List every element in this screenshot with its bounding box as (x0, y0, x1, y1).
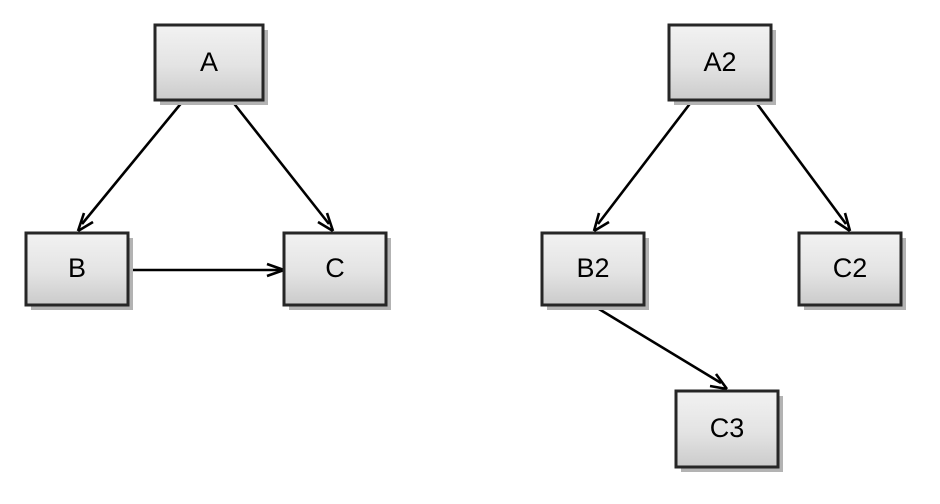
edge-a-to-c[interactable] (230, 100, 335, 233)
edge-b-to-c-arrowhead (266, 262, 285, 278)
edge-a2-to-c2[interactable] (753, 100, 852, 233)
edge-a-to-c-line (230, 100, 331, 225)
edge-a-to-b-arrowhead (76, 212, 94, 233)
edge-b2-to-c3-arrowhead (709, 373, 729, 391)
edge-b2-to-c3-line (593, 304, 722, 385)
node-c3-box (674, 389, 780, 469)
node-b-box (24, 231, 130, 307)
node-c[interactable]: C (282, 231, 391, 310)
node-a2[interactable]: A2 (667, 23, 776, 105)
node-a-box (153, 23, 265, 102)
right-graph: A2 B2 C2 C3 (540, 23, 906, 472)
left-graph: A B C (24, 23, 391, 310)
node-a2-box (667, 23, 773, 102)
node-b2-box (540, 231, 646, 307)
edge-a2-to-b2[interactable] (592, 100, 694, 233)
node-c2[interactable]: C2 (797, 231, 906, 310)
edge-b2-to-c3[interactable] (593, 304, 729, 391)
edge-a2-to-c2-line (753, 100, 848, 225)
edge-b-to-c[interactable] (128, 262, 285, 278)
edge-a2-to-c2-arrowhead (834, 212, 852, 233)
node-c-box (282, 231, 388, 307)
node-a[interactable]: A (153, 23, 268, 105)
node-b2[interactable]: B2 (540, 231, 649, 310)
node-c3[interactable]: C3 (674, 389, 783, 472)
node-c2-box (797, 231, 903, 307)
edge-a2-to-b2-line (596, 100, 694, 225)
edge-a-to-c-arrowhead (317, 212, 335, 233)
edge-a-to-b[interactable] (76, 100, 185, 233)
edge-a-to-b-line (80, 100, 185, 225)
node-b[interactable]: B (24, 231, 133, 310)
edge-a2-to-b2-arrowhead (592, 212, 610, 233)
